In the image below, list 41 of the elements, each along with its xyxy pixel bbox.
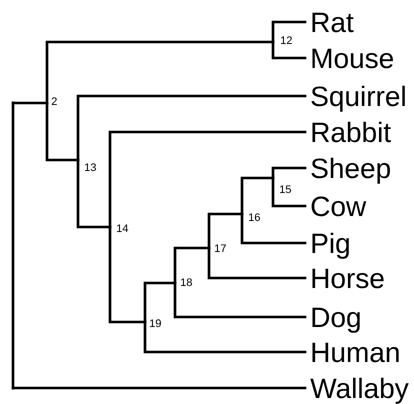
tree-branch bbox=[208, 246, 306, 280]
node-number: 14 bbox=[117, 224, 128, 232]
tree-branch bbox=[272, 20, 306, 44]
tree-branch bbox=[108, 226, 146, 324]
tree-branch bbox=[76, 94, 306, 162]
node-number: 17 bbox=[215, 244, 226, 252]
node-number: 15 bbox=[280, 185, 291, 194]
tree-branch bbox=[240, 176, 274, 216]
species-label: Squirrel bbox=[311, 86, 405, 112]
tree-branch bbox=[12, 102, 48, 104]
tree-branch bbox=[272, 166, 306, 180]
species-label: Human bbox=[312, 342, 399, 362]
tree-branch bbox=[12, 386, 306, 390]
tree-branch bbox=[174, 246, 210, 284]
node-number: 12 bbox=[281, 36, 292, 44]
tree-branch bbox=[240, 212, 306, 244]
tree-branch bbox=[272, 40, 306, 60]
tree-branch bbox=[144, 320, 306, 354]
species-label: Rat bbox=[312, 12, 354, 32]
species-label: Cow bbox=[312, 196, 366, 216]
species-label: Pig bbox=[312, 232, 349, 259]
species-label: Mouse bbox=[312, 48, 393, 68]
species-label: Dog bbox=[312, 308, 360, 333]
species-label: Sheep bbox=[311, 158, 390, 184]
species-label: Rabbit bbox=[312, 122, 391, 142]
tree-branch bbox=[46, 40, 274, 104]
node-number: 16 bbox=[249, 213, 260, 222]
node-number: 19 bbox=[150, 319, 161, 328]
species-label: Horse bbox=[312, 268, 384, 288]
tree-branch bbox=[108, 130, 306, 228]
tree-branch bbox=[208, 212, 244, 250]
root-branch bbox=[12, 103, 14, 388]
tree-branch bbox=[272, 176, 306, 208]
node-number: 2 bbox=[52, 97, 57, 105]
tree-branch bbox=[174, 282, 306, 318]
tree-branch bbox=[76, 158, 112, 228]
tree-branch bbox=[46, 102, 80, 162]
species-label: Wallaby bbox=[310, 378, 409, 404]
node-number: 18 bbox=[181, 278, 192, 286]
tree-branch bbox=[144, 282, 176, 324]
node-number: 13 bbox=[85, 163, 96, 172]
